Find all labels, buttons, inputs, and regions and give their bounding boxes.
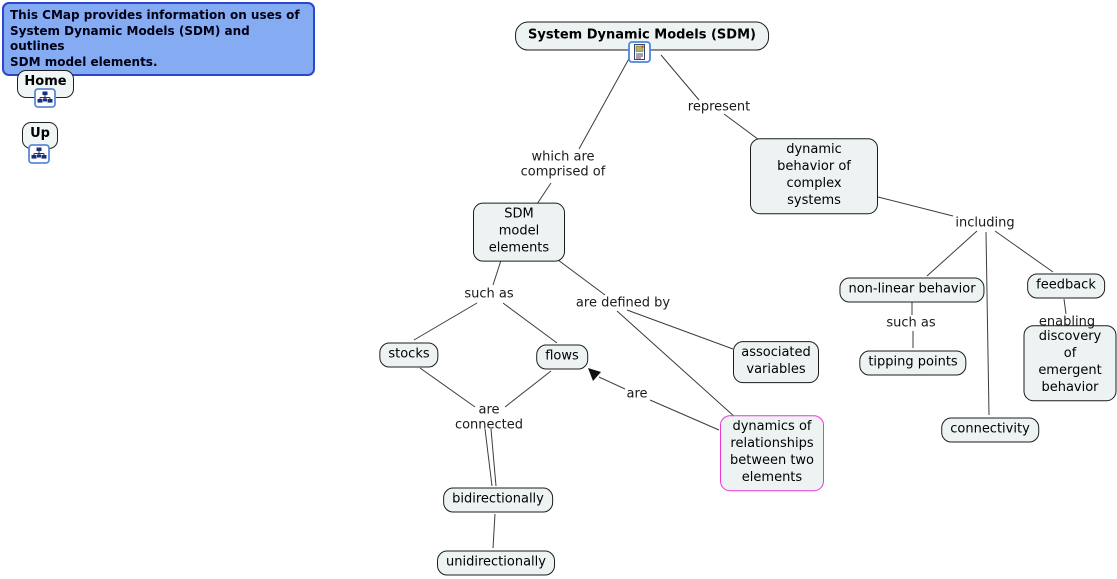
node-associated-variables: associated variables (733, 341, 819, 383)
node-bidirectionally: bidirectionally (443, 487, 553, 513)
node-sdm-elements: SDM model elements (473, 202, 565, 262)
sitemap-icon[interactable] (28, 144, 50, 164)
node-feedback: feedback (1027, 273, 1105, 299)
connector-line (490, 428, 497, 487)
connector-line (578, 54, 632, 150)
connector-line (502, 302, 558, 344)
connector-line (877, 196, 954, 217)
node-unidirectionally: unidirectionally (437, 550, 555, 576)
link-label-are-defined-by: are defined by (575, 295, 671, 311)
connector-line (1063, 298, 1067, 315)
node-discovery-emergent: discovery of emergent behavior (1023, 325, 1117, 401)
node-tipping-points: tipping points (859, 350, 967, 376)
connector-line (492, 513, 496, 549)
link-label-such-as-right: such as (886, 315, 936, 331)
node-dynamic-behavior: dynamic behavior of complex systems (750, 138, 878, 214)
node-stocks: stocks (379, 342, 439, 368)
connector-line (413, 302, 478, 341)
connector-line (985, 231, 990, 416)
node-dynamics-relationships: dynamics of relationships between two el… (720, 415, 824, 491)
node-nonlinear-behavior: non-linear behavior (839, 277, 985, 303)
connector-line (660, 54, 700, 101)
connector-line (419, 367, 476, 408)
link-label-represent: represent (687, 99, 751, 115)
home-button-label: Home (24, 74, 67, 89)
node-connectivity: connectivity (941, 417, 1039, 443)
link-label-such-as-left: such as (464, 286, 514, 302)
connector-line (484, 428, 493, 487)
info-box: This CMap provides information on uses o… (2, 2, 315, 77)
connector-line (616, 310, 737, 419)
link-label-are: are (626, 386, 648, 402)
document-icon[interactable] (628, 41, 651, 63)
up-button-label: Up (30, 126, 50, 141)
connector-line (626, 309, 734, 350)
sitemap-icon[interactable] (34, 88, 56, 108)
link-label-including: including (955, 215, 1015, 231)
connector-line (504, 370, 552, 408)
link-label-enabling: enabling (1038, 314, 1096, 330)
connector-line (598, 376, 626, 390)
home-button[interactable]: Home (17, 70, 74, 98)
connector-line (926, 230, 978, 277)
link-label-are-connected: are connected (454, 402, 524, 433)
arrow-head (588, 368, 601, 381)
connector-line (994, 230, 1054, 273)
node-flows: flows (536, 344, 588, 370)
connector-line (649, 399, 720, 431)
link-label-comprised: which are comprised of (520, 149, 606, 180)
